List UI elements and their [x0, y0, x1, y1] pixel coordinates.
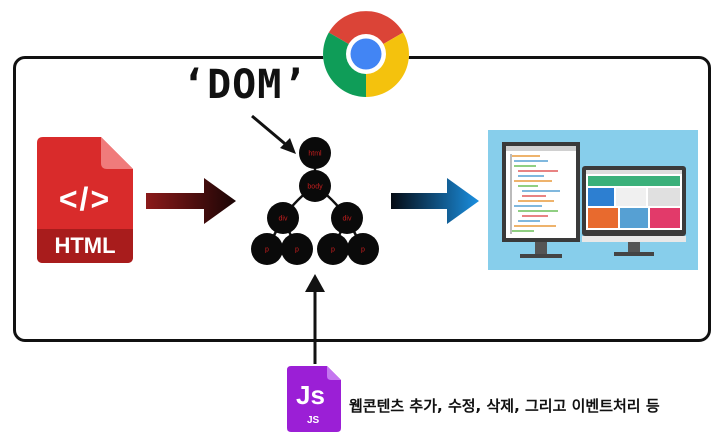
js-big-label: Js [296, 380, 325, 410]
tree-label-div-left: div [279, 216, 288, 223]
chrome-logo-icon [323, 11, 409, 97]
dom-pointer-arrow [251, 114, 296, 154]
tree-node-div-left [267, 202, 299, 234]
tree-node-p-4 [347, 233, 379, 265]
tree-node-div-right [331, 202, 363, 234]
tree-label-p-2: p [295, 247, 299, 254]
dom-to-screen-arrow [391, 178, 479, 224]
rendered-screens-illustration [488, 130, 698, 270]
tree-node-body [299, 170, 331, 202]
js-badge-icon: Js JS [287, 366, 341, 432]
tree-label-p-4: p [361, 247, 365, 254]
tree-node-p-1 [251, 233, 283, 265]
js-to-dom-arrow [305, 274, 325, 364]
js-small-label: JS [307, 415, 320, 426]
js-caption: 웹콘텐츠 추가, 수정, 삭제, 그리고 이벤트처리 등 [349, 397, 660, 415]
dom-label: ‘DOM’ [182, 62, 308, 108]
tree-node-p-3 [317, 233, 349, 265]
tree-node-html [299, 137, 331, 169]
dom-tree: html body div div p p p p [251, 137, 379, 265]
html-file-icon: </> HTML [37, 137, 133, 263]
html-to-dom-arrow [146, 178, 236, 224]
tree-label-body: body [307, 184, 323, 191]
tree-node-p-2 [281, 233, 313, 265]
tree-label-p-1: p [265, 247, 269, 254]
html-code-glyph: </> [58, 181, 112, 217]
tree-label-html: html [308, 151, 322, 158]
tree-label-div-right: div [343, 216, 352, 223]
tree-label-p-3: p [331, 247, 335, 254]
html-file-label: HTML [54, 233, 116, 258]
